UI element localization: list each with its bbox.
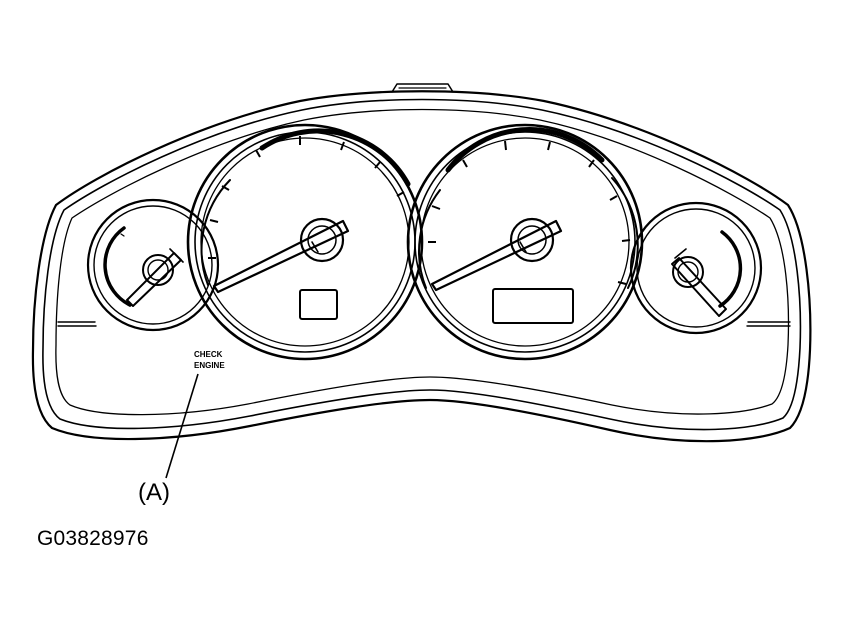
right-display-window [492, 288, 574, 324]
right-small-gauge [629, 201, 763, 335]
left-large-gauge [186, 123, 424, 361]
left-display-window [299, 289, 338, 320]
callout-label: (A) [138, 479, 170, 506]
left-small-gauge [86, 198, 220, 332]
check-engine-indicator: CHECK ENGINE [194, 350, 225, 370]
figure-code: G03828976 [37, 527, 149, 550]
left-large-needle [212, 219, 350, 294]
cluster-housing [31, 83, 812, 443]
callout-leader-line [165, 373, 199, 479]
right-small-needle [671, 257, 727, 317]
callout-a: (A) [138, 373, 199, 506]
indicator-line-2: ENGINE [194, 361, 225, 370]
right-large-gauge [406, 123, 644, 361]
indicator-line-1: CHECK [194, 350, 223, 359]
right-large-needle [430, 219, 563, 292]
